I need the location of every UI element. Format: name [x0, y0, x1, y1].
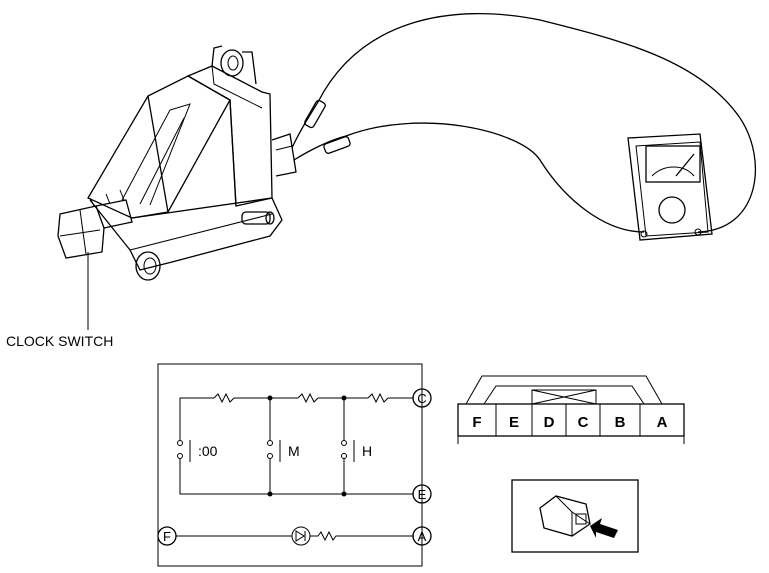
switch-label-h: H: [362, 443, 372, 459]
pin-c: C: [578, 414, 589, 431]
clock-switch-illustration: [57, 45, 297, 281]
pin-d: D: [544, 414, 555, 431]
pin-b: B: [615, 414, 626, 431]
connector-pinout: F E D C B A: [457, 375, 685, 444]
terminal-c: C: [417, 391, 426, 406]
connector-view-icon: [511, 479, 639, 553]
test-leads: [291, 12, 757, 233]
switch-label-m: M: [288, 443, 300, 459]
pin-f: F: [472, 414, 481, 431]
terminal-e: E: [418, 487, 427, 502]
multimeter: [627, 133, 713, 241]
switch-label-00: :00: [198, 443, 218, 459]
component-label: CLOCK SWITCH: [6, 333, 113, 349]
terminal-f: F: [163, 529, 171, 544]
schematic-frame: [157, 363, 423, 567]
terminal-a: A: [418, 529, 427, 544]
pin-a: A: [657, 414, 668, 431]
circuit-schematic: :00 M H C E F A: [157, 363, 432, 567]
pin-e: E: [509, 414, 519, 431]
